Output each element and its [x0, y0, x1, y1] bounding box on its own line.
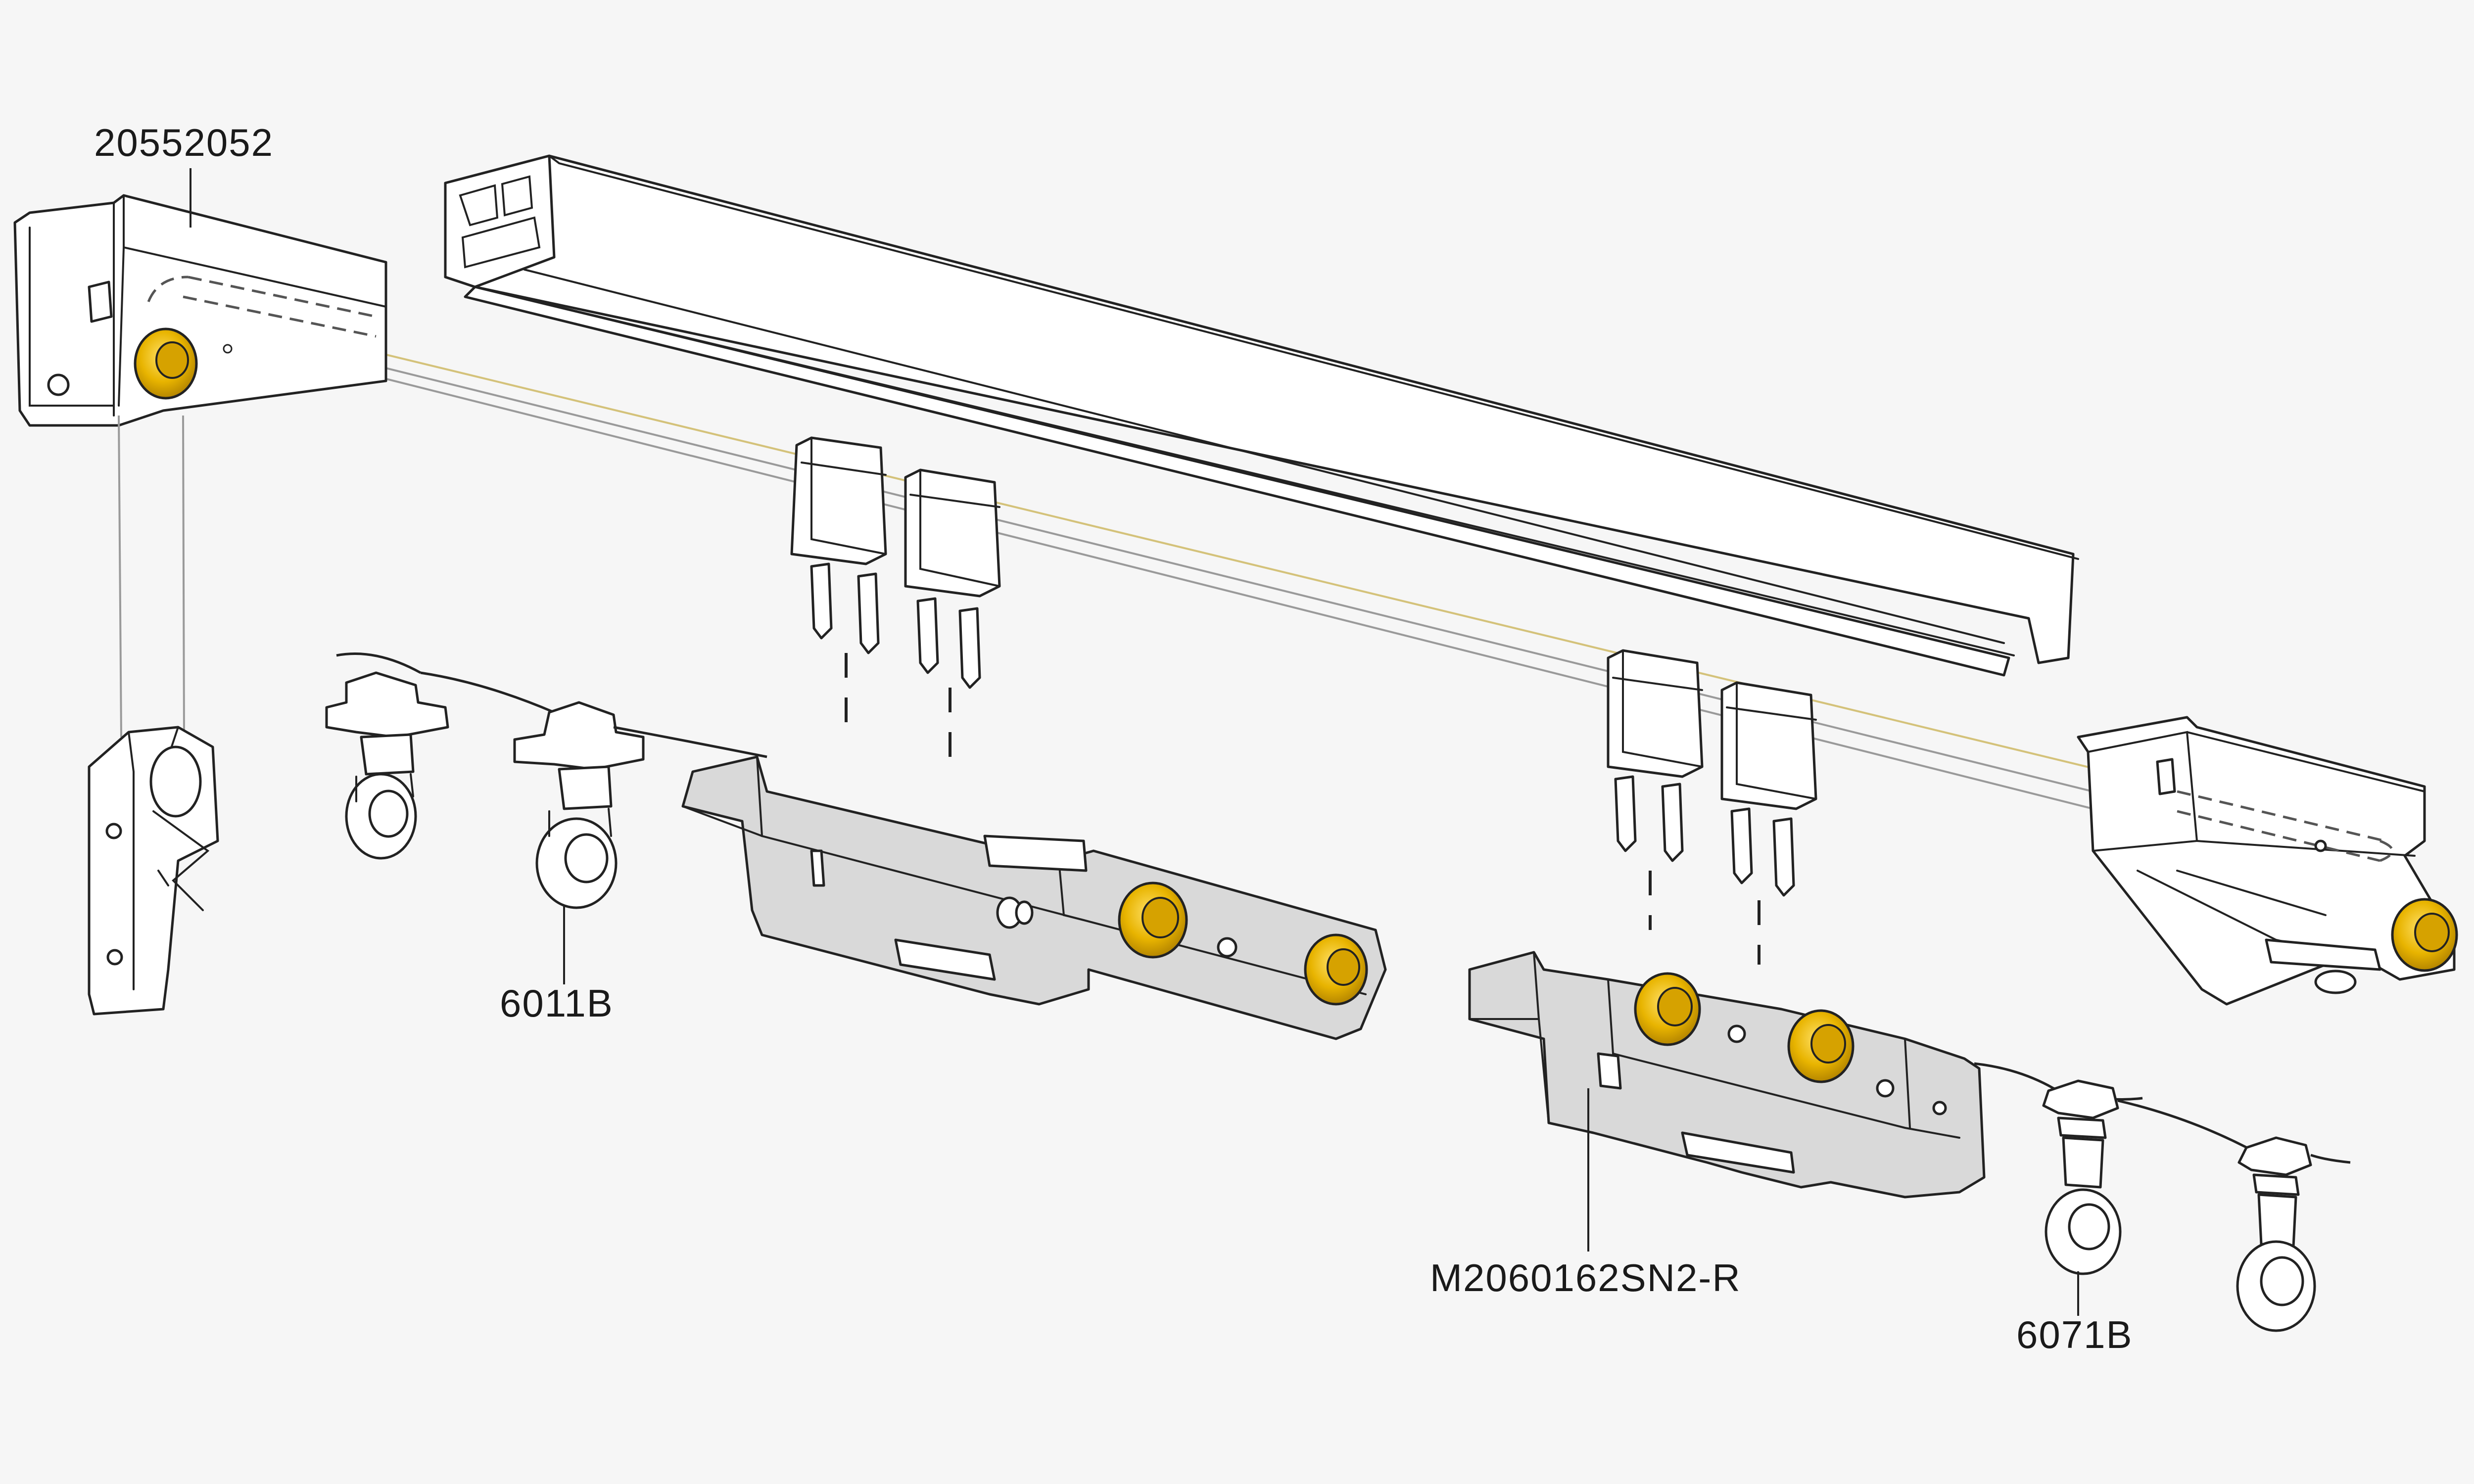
ceiling-clips-right: [1607, 649, 1817, 810]
glider-right-2: [2236, 1136, 2351, 1332]
ceiling-clips-left: [790, 436, 1001, 598]
end-bracket-right: [2077, 716, 2458, 1006]
cord-guide-bracket: [88, 726, 219, 1016]
glider-left-1: [325, 652, 449, 860]
master-carrier-right: [1468, 951, 2054, 1199]
drop-cords: [118, 415, 185, 738]
screws-left: [810, 562, 981, 762]
label-end-bracket-left: 20552052: [94, 121, 274, 164]
track-rail: [444, 154, 2079, 677]
part-labels: 20552052 6011B M2060162SN2-R 6071B: [94, 121, 2133, 1356]
label-glider-right: 6071B: [2016, 1313, 2133, 1356]
glider-right-1: [2042, 1079, 2257, 1275]
screws-right: [1614, 775, 1795, 965]
master-carrier-left: [681, 755, 1387, 1040]
leader-lines: [190, 168, 2079, 1316]
label-master-carrier-right: M2060162SN2-R: [1430, 1256, 1741, 1299]
end-bracket-left: [13, 194, 387, 427]
label-glider-left: 6011B: [500, 981, 614, 1025]
glider-left-2: [420, 671, 767, 909]
